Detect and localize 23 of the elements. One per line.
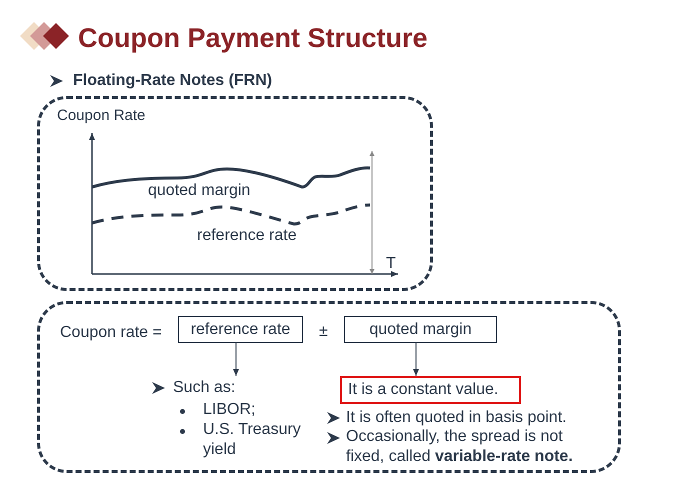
plus-minus-sign: ± xyxy=(319,322,328,342)
highlight-box xyxy=(340,376,521,404)
axis-label: T xyxy=(386,254,396,274)
bullet-text: It is often quoted in basis point. xyxy=(346,408,567,428)
section-heading: Floating-Rate Notes (FRN) xyxy=(73,71,272,91)
arrow xyxy=(233,342,239,376)
axis-title: Coupon Rate xyxy=(57,106,146,126)
formula-panel xyxy=(37,301,621,473)
formula-term-box xyxy=(178,316,303,343)
bullet-text: Occasionally, the spread is not fixed, called variable-rate note. xyxy=(346,427,574,467)
list-heading: Such as: xyxy=(173,378,236,398)
curve-label: quoted margin xyxy=(148,181,250,201)
chart-panel xyxy=(37,96,433,291)
list-item: U.S. Treasury yield xyxy=(203,420,302,460)
formula-term-box xyxy=(344,316,497,343)
page-title: Coupon Payment Structure xyxy=(78,22,428,55)
node-text: quoted margin xyxy=(369,320,472,340)
list-item: LIBOR; xyxy=(203,400,256,420)
arrow xyxy=(413,342,419,376)
node-text: It is a constant value. xyxy=(348,380,498,400)
node-text: reference rate xyxy=(190,320,290,340)
formula-text: Coupon rate = xyxy=(60,323,162,343)
curve-label: reference rate xyxy=(197,226,297,246)
